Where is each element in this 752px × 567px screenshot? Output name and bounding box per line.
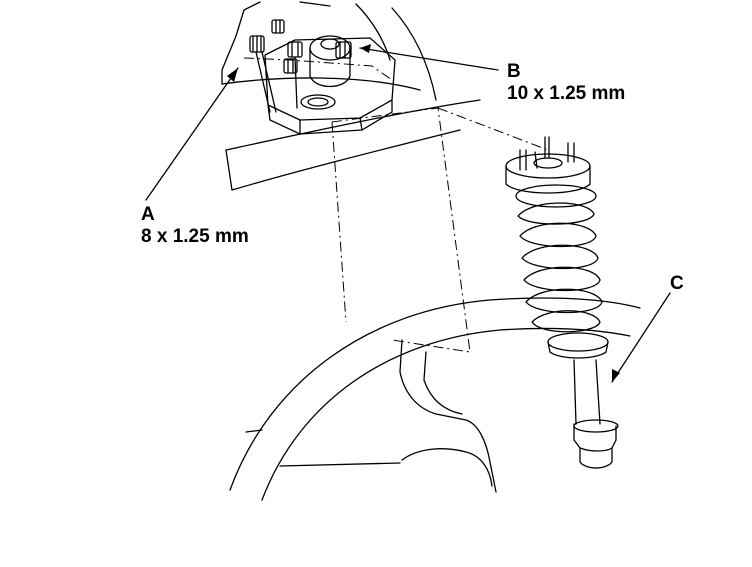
upper-mount-bolts xyxy=(249,19,352,113)
bolt-a xyxy=(249,35,277,113)
guide-lines xyxy=(243,57,549,353)
callout-b-letter: B xyxy=(507,61,521,82)
leader-a xyxy=(145,67,239,201)
bolt-b-top xyxy=(271,19,285,34)
callout-arrowheads xyxy=(227,44,620,382)
bolt-front xyxy=(283,58,298,74)
callout-a-letter: A xyxy=(141,204,155,225)
arrow-a-icon xyxy=(227,68,238,82)
bolt-b xyxy=(335,41,352,59)
knuckle xyxy=(399,339,497,493)
leader-b xyxy=(359,47,499,71)
callout-b-label: B 10 x 1.25 mm xyxy=(507,61,625,105)
callout-c-letter: C xyxy=(670,273,684,294)
strut-assembly xyxy=(505,136,619,469)
callout-c-label: C xyxy=(670,273,684,295)
arrow-b-icon xyxy=(360,44,371,53)
callout-b-size: 10 x 1.25 mm xyxy=(507,83,626,104)
strut-tower-body xyxy=(221,1,481,191)
bolt-center xyxy=(287,41,303,109)
callout-a-size: 8 x 1.25 mm xyxy=(141,226,249,247)
callout-leaders xyxy=(145,47,671,383)
arrow-c-icon xyxy=(612,369,620,382)
wheel-well-arch xyxy=(229,297,641,501)
callout-a-label: A 8 x 1.25 mm xyxy=(141,204,249,248)
leader-c xyxy=(611,292,671,383)
